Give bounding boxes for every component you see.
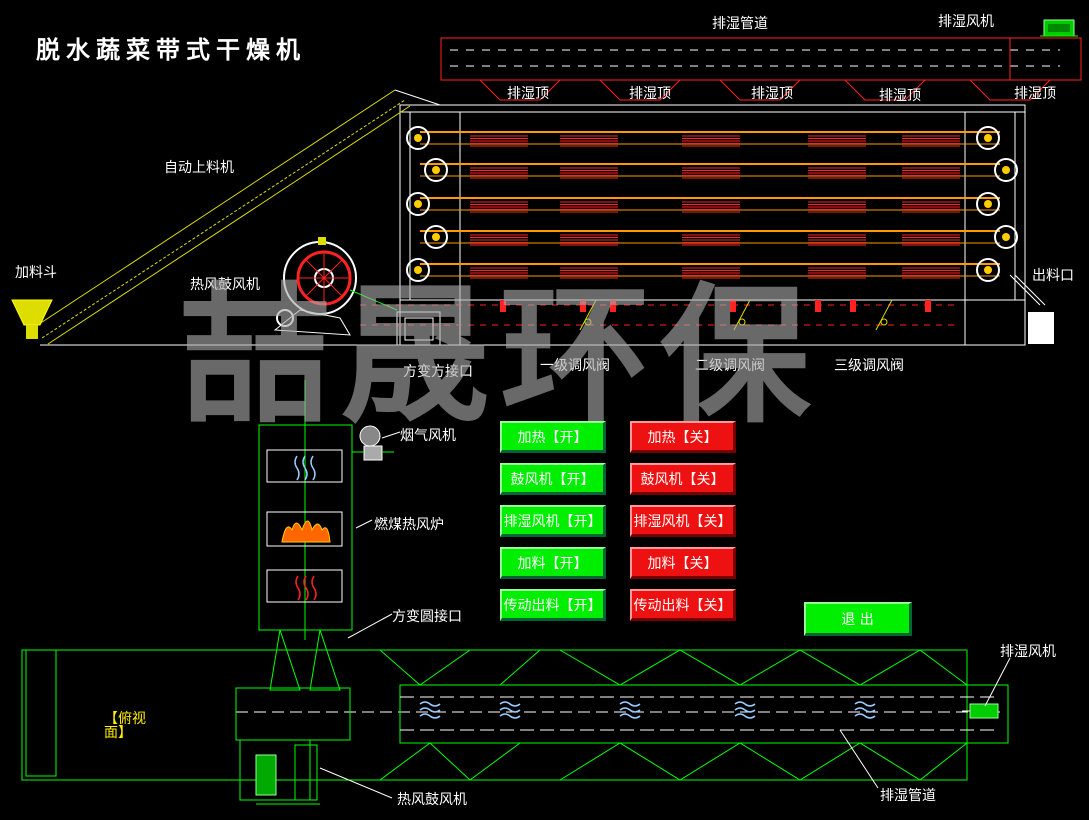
wave-icon xyxy=(619,707,641,713)
flue-fan-label: 烟气风机 xyxy=(400,428,456,444)
exhaust-pipe-label: 排湿管道 xyxy=(712,16,768,32)
steam-icon xyxy=(294,455,316,481)
wave-icon xyxy=(419,713,441,719)
coal-furnace-label: 燃煤热风炉 xyxy=(374,517,444,533)
drive-discharge-on-button[interactable]: 传动出料【开】 xyxy=(500,589,606,621)
hot-blower-label: 热风鼓风机 xyxy=(190,277,260,293)
wave-icon xyxy=(734,707,756,713)
wave-icon xyxy=(499,713,521,719)
roller-hub-icon xyxy=(1002,166,1010,174)
heating-on-button[interactable]: 加热【开】 xyxy=(500,421,606,453)
damper-1-label: 一级调风阀 xyxy=(540,358,610,374)
roller-icon xyxy=(406,192,430,216)
belt-rollers xyxy=(406,126,1018,282)
heater-coils xyxy=(470,135,960,279)
dryer-body xyxy=(399,104,1026,346)
exhaust-top-label: 排湿顶 xyxy=(507,86,549,102)
blower-on-button[interactable]: 鼓风机【开】 xyxy=(500,463,606,495)
exit-button[interactable]: 退 出 xyxy=(804,602,912,636)
leader-lines xyxy=(319,431,1011,799)
top-view-label: 【俯视 xyxy=(104,711,146,727)
wave-icon xyxy=(619,701,641,707)
exhaust-fan-bottom-icon xyxy=(962,703,999,719)
exhaust-top-label: 排湿顶 xyxy=(1014,86,1056,102)
hot-air-duct xyxy=(360,300,960,326)
fire-icon xyxy=(281,520,331,543)
roller-hub-icon xyxy=(1002,233,1010,241)
roller-icon xyxy=(424,225,448,249)
coal-furnace xyxy=(258,380,353,691)
roller-hub-icon xyxy=(984,134,992,142)
roller-hub-icon xyxy=(432,166,440,174)
roller-icon xyxy=(994,225,1018,249)
heating-off-button[interactable]: 加热【关】 xyxy=(630,421,736,453)
roller-hub-icon xyxy=(414,200,422,208)
auto-feeder xyxy=(29,89,441,346)
blower-off-button[interactable]: 鼓风机【关】 xyxy=(630,463,736,495)
wave-icon xyxy=(419,701,441,707)
roller-icon xyxy=(976,258,1000,282)
round-adapter-label: 方变圆接口 xyxy=(392,609,462,625)
exhaust-fan-label: 排湿风机 xyxy=(938,14,994,30)
wave-icon xyxy=(854,707,876,713)
wave-icon xyxy=(854,701,876,707)
roller-icon xyxy=(976,126,1000,150)
roller-hub-icon xyxy=(432,233,440,241)
top-view-label-2: 面】 xyxy=(104,725,132,741)
heat-wave-icon xyxy=(295,575,317,601)
exhaust-hoods xyxy=(479,79,1051,101)
wave-icon xyxy=(419,707,441,713)
wave-icon xyxy=(734,701,756,707)
wave-icon xyxy=(619,713,641,719)
roller-icon xyxy=(976,192,1000,216)
damper-2-label: 二级调风阀 xyxy=(695,358,765,374)
roller-icon xyxy=(406,126,430,150)
discharge-label: 出料口 xyxy=(1032,268,1074,284)
square-adapter-box xyxy=(396,311,441,346)
damper-valves xyxy=(579,299,893,331)
roller-hub-icon xyxy=(984,266,992,274)
exhaust-top-label: 排湿顶 xyxy=(879,88,921,104)
roller-hub-icon xyxy=(414,266,422,274)
exhaust-fan-on-button[interactable]: 排湿风机【开】 xyxy=(500,505,606,537)
exhaust-pipe-top xyxy=(440,37,1082,81)
roller-icon xyxy=(424,158,448,182)
wave-icon xyxy=(499,701,521,707)
drive-discharge-off-button[interactable]: 传动出料【关】 xyxy=(630,589,736,621)
flue-fan-icon xyxy=(352,425,394,461)
exhaust-top-label: 排湿顶 xyxy=(629,86,671,102)
exhaust-fan-off-button[interactable]: 排湿风机【关】 xyxy=(630,505,736,537)
square-adapter-label: 方变方接口 xyxy=(403,364,473,380)
feeding-on-button[interactable]: 加料【开】 xyxy=(500,547,606,579)
roller-hub-icon xyxy=(984,200,992,208)
exhaust-waves xyxy=(419,701,876,719)
exhaust-fan-bottom-label: 排湿风机 xyxy=(1000,644,1056,660)
feeding-off-button[interactable]: 加料【关】 xyxy=(630,547,736,579)
motor-fan-icon xyxy=(1040,19,1078,37)
wave-icon xyxy=(734,713,756,719)
hopper-icon xyxy=(11,299,53,339)
top-view-diagram xyxy=(21,649,1009,805)
roller-icon xyxy=(406,258,430,282)
damper-3-label: 三级调风阀 xyxy=(834,358,904,374)
hopper-label: 加料斗 xyxy=(15,265,57,281)
wave-icon xyxy=(854,713,876,719)
discharge-outlet xyxy=(1009,274,1054,344)
roller-icon xyxy=(994,158,1018,182)
auto-feed-label: 自动上料机 xyxy=(164,160,234,176)
exhaust-top-label: 排湿顶 xyxy=(751,86,793,102)
exhaust-pipe-bottom-label: 排湿管道 xyxy=(880,788,936,804)
roller-hub-icon xyxy=(414,134,422,142)
centrifugal-fan-icon xyxy=(273,237,398,336)
hot-blower-bottom-label: 热风鼓风机 xyxy=(397,792,467,808)
page-title: 脱水蔬菜带式干燥机 xyxy=(36,36,306,64)
wave-icon xyxy=(499,707,521,713)
